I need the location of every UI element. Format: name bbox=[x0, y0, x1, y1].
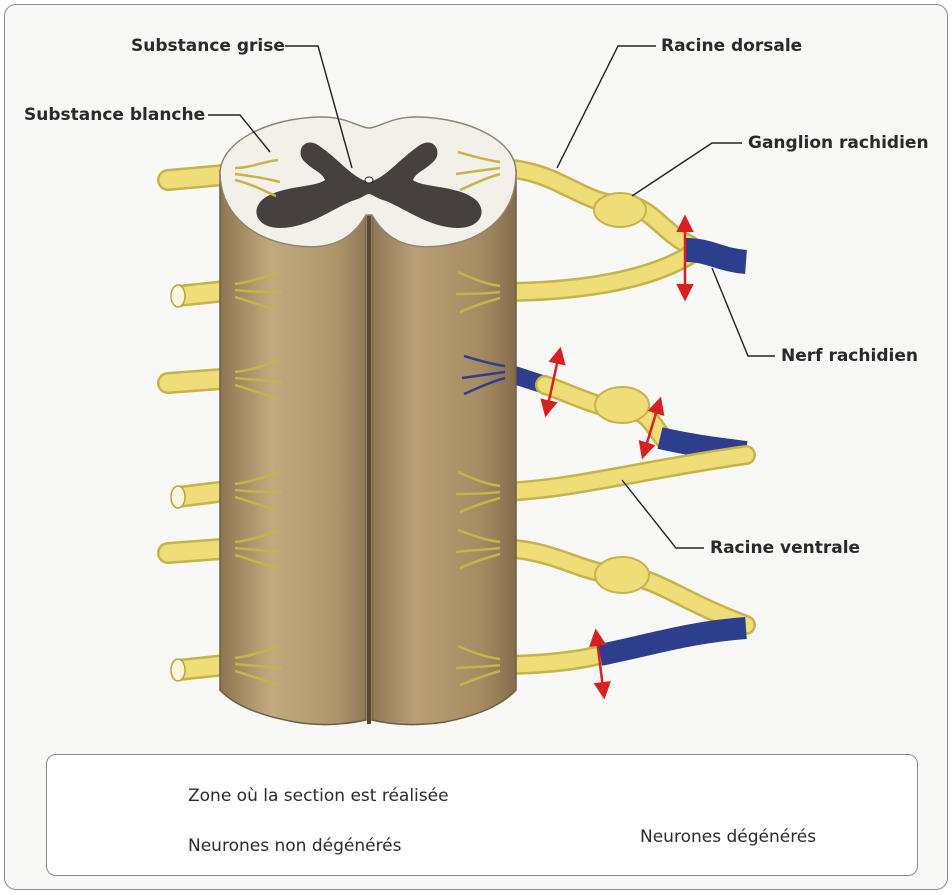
label-racine-dorsale: Racine dorsale bbox=[661, 36, 802, 56]
label-nerf-rachidien: Nerf rachidien bbox=[781, 346, 918, 366]
ganglion-3 bbox=[595, 557, 649, 593]
cord-right-half bbox=[372, 170, 516, 725]
cord-left-half bbox=[220, 170, 366, 725]
legend-degenerate-text: Neurones dégénérés bbox=[640, 827, 816, 847]
label-substance-grise: Substance grise bbox=[131, 36, 285, 56]
label-ganglion-rachidien: Ganglion rachidien bbox=[748, 133, 929, 153]
spinal-cord bbox=[220, 117, 516, 725]
degenerate-nerve-1 bbox=[686, 250, 746, 262]
ganglion-2 bbox=[595, 387, 649, 423]
legend bbox=[46, 754, 918, 876]
legend-non-degenerate-text: Neurones non dégénérés bbox=[188, 836, 401, 856]
right-nerve-segment-1 bbox=[500, 168, 746, 292]
label-substance-blanche: Substance blanche bbox=[24, 105, 205, 125]
right-nerve-segment-2 bbox=[500, 372, 746, 492]
degenerate-nerve-3 bbox=[600, 628, 746, 655]
label-racine-ventrale: Racine ventrale bbox=[710, 538, 860, 558]
right-nerve-segment-3 bbox=[500, 548, 746, 665]
ganglion-1 bbox=[594, 193, 646, 227]
central-canal bbox=[365, 177, 373, 183]
legend-cut-zone-text: Zone où la section est réalisée bbox=[188, 786, 449, 806]
